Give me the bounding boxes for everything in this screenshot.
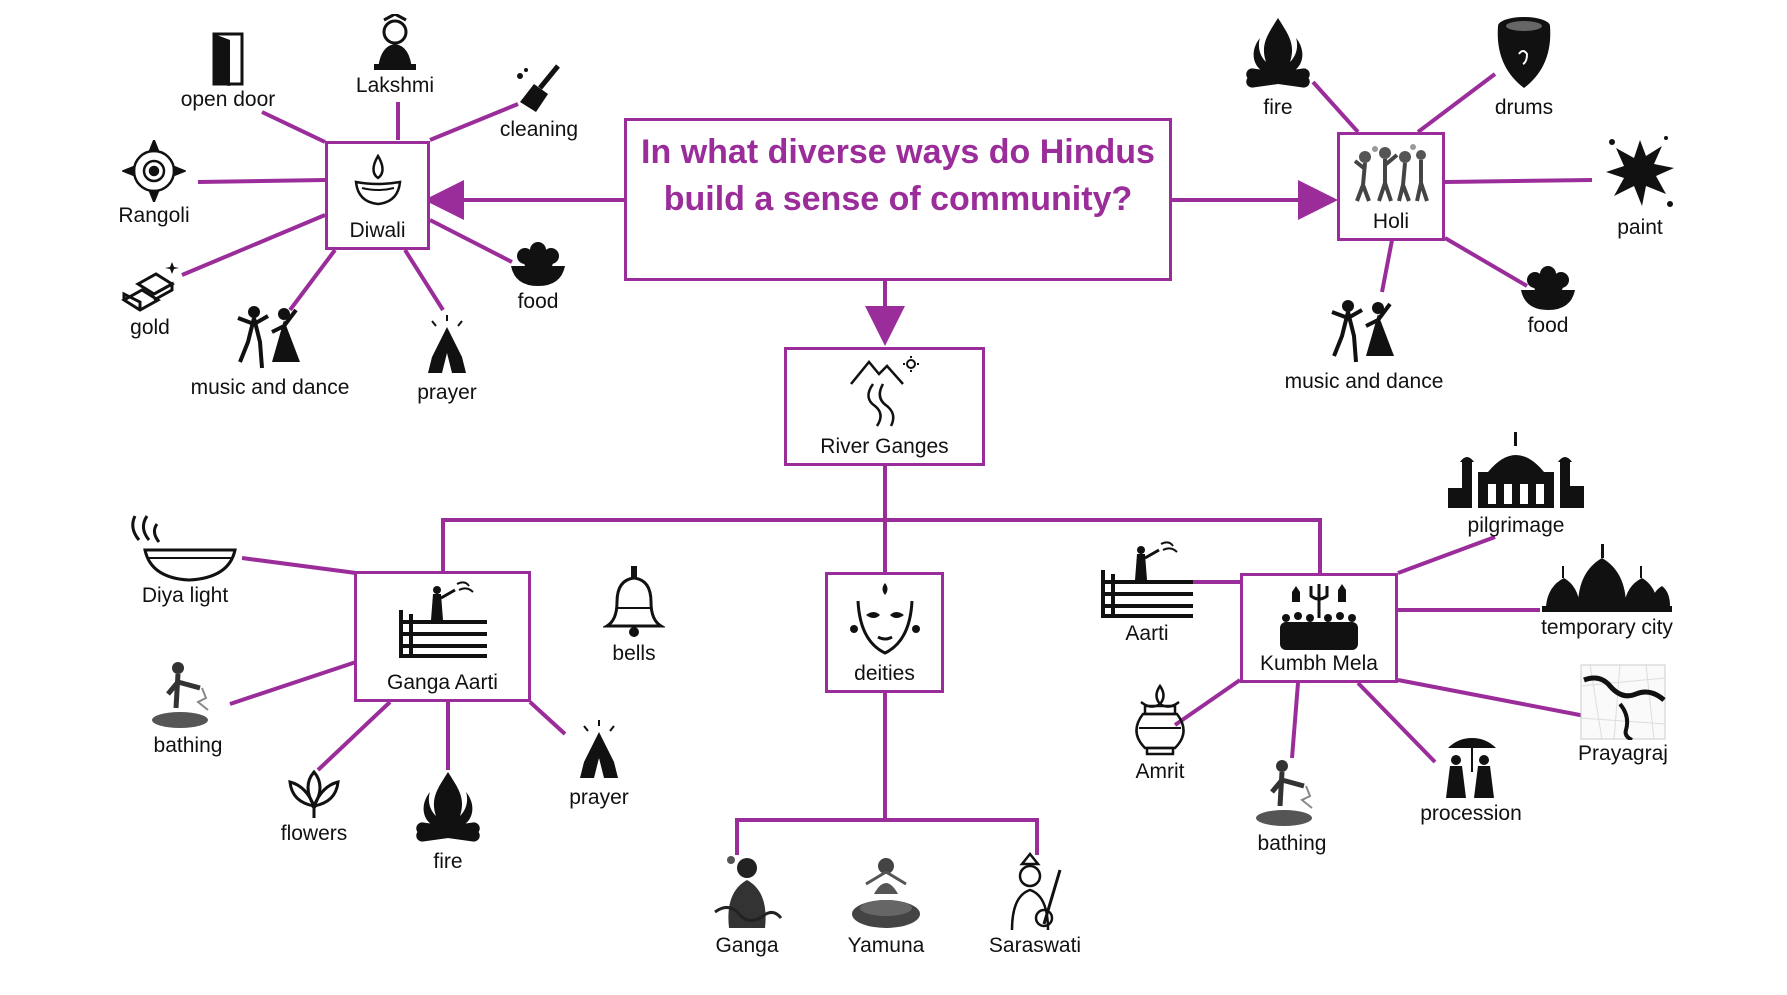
diwali-lakshmi: Lakshmi (345, 14, 445, 98)
holi-drums: drums (1484, 14, 1564, 120)
saraswati-goddess-icon (1010, 852, 1062, 931)
kumbh-bathing: bathing (1250, 756, 1334, 856)
river-ganges-node: River Ganges (784, 347, 985, 466)
kumbh-temporary-city: temporary city (1532, 544, 1682, 640)
kumbh-procession: procession (1404, 732, 1538, 826)
ganga-aarti-node: Ganga Aarti (354, 571, 531, 702)
procession-icon (1446, 738, 1496, 798)
holi-paint: paint (1598, 132, 1682, 240)
diya-lamp-icon (354, 153, 401, 206)
bather-icon (152, 662, 209, 728)
aarti-ghat-icon (1101, 541, 1193, 618)
dancers-icon (237, 306, 300, 369)
diya-bowl-icon (131, 515, 237, 582)
holi-node: Holi (1337, 132, 1445, 241)
aarti-bells: bells (594, 564, 674, 666)
holi-food: food (1510, 260, 1586, 338)
deity-ganga: Ganga (702, 852, 792, 958)
bonfire-icon (1246, 18, 1310, 88)
holi-crowd-icon (1353, 144, 1429, 202)
diwali-open-door: open door (170, 30, 286, 112)
kumbh-amrit: Amrit (1120, 684, 1200, 784)
lakshmi-icon (374, 14, 416, 70)
aarti-fire: fire (404, 768, 492, 874)
diwali-rangoli: Rangoli (107, 140, 201, 228)
rangoli-icon (122, 140, 186, 202)
lotus-icon (288, 769, 340, 818)
kumbh-aarti: Aarti (1092, 540, 1202, 646)
praying-hands-icon (428, 315, 466, 373)
sweets-bowl-icon (1521, 266, 1575, 310)
sweets-bowl-icon (511, 242, 565, 286)
gold-bars-icon (121, 262, 179, 312)
diwali-food: food (500, 236, 576, 314)
bonfire-icon (416, 772, 480, 842)
diwali-node: Diwali (325, 141, 430, 250)
aarti-flowers: flowers (266, 768, 362, 846)
aarti-diya-light: Diya light (120, 510, 250, 608)
door-icon (212, 32, 244, 86)
diwali-cleaning: cleaning (492, 62, 586, 142)
deities-label: deities (854, 662, 915, 685)
crowd-trishul-icon (1280, 584, 1358, 650)
diwali-gold: gold (110, 258, 190, 340)
river-mountain-icon (849, 356, 919, 427)
aarti-ghat-icon (398, 581, 487, 658)
tents-icon (1542, 544, 1672, 612)
ganga-aarti-label: Ganga Aarti (387, 671, 498, 694)
yamuna-goddess-icon (852, 858, 920, 928)
question-box: In what diverse ways do Hindus build a s… (624, 118, 1172, 281)
ganga-goddess-icon (714, 856, 783, 928)
paint-splatter-icon (1606, 136, 1674, 207)
holi-label: Holi (1372, 210, 1410, 233)
city-map-icon (1580, 664, 1666, 740)
kumbh-mela-node: Kumbh Mela (1240, 573, 1398, 683)
palace-skyline-icon (1448, 432, 1584, 508)
kumbh-mela-label: Kumbh Mela (1260, 652, 1378, 675)
bather-icon (1256, 760, 1313, 826)
deity-yamuna: Yamuna (836, 852, 936, 958)
deity-saraswati: Saraswati (976, 852, 1094, 958)
diwali-music-dance: music and dance (176, 302, 364, 400)
dancers-icon (1331, 300, 1394, 363)
kalash-pot-icon (1135, 684, 1185, 756)
holi-music-dance: music and dance (1270, 296, 1458, 394)
drum-icon (1497, 17, 1551, 88)
broom-icon (517, 64, 560, 112)
diwali-prayer: prayer (410, 313, 484, 405)
kumbh-pilgrimage: pilgrimage (1448, 432, 1584, 538)
praying-hands-icon (580, 720, 618, 778)
holi-fire: fire (1234, 14, 1322, 120)
goddess-face-icon (849, 583, 920, 655)
aarti-bathing: bathing (140, 658, 236, 758)
deities-node: deities (825, 572, 944, 693)
question-text: In what diverse ways do Hindus build a s… (641, 133, 1155, 218)
aarti-prayer: prayer (562, 718, 636, 810)
river-ganges-label: River Ganges (820, 435, 949, 458)
kumbh-prayagraj: Prayagraj (1568, 664, 1678, 766)
diwali-label: Diwali (349, 219, 406, 242)
bell-icon (603, 566, 665, 637)
